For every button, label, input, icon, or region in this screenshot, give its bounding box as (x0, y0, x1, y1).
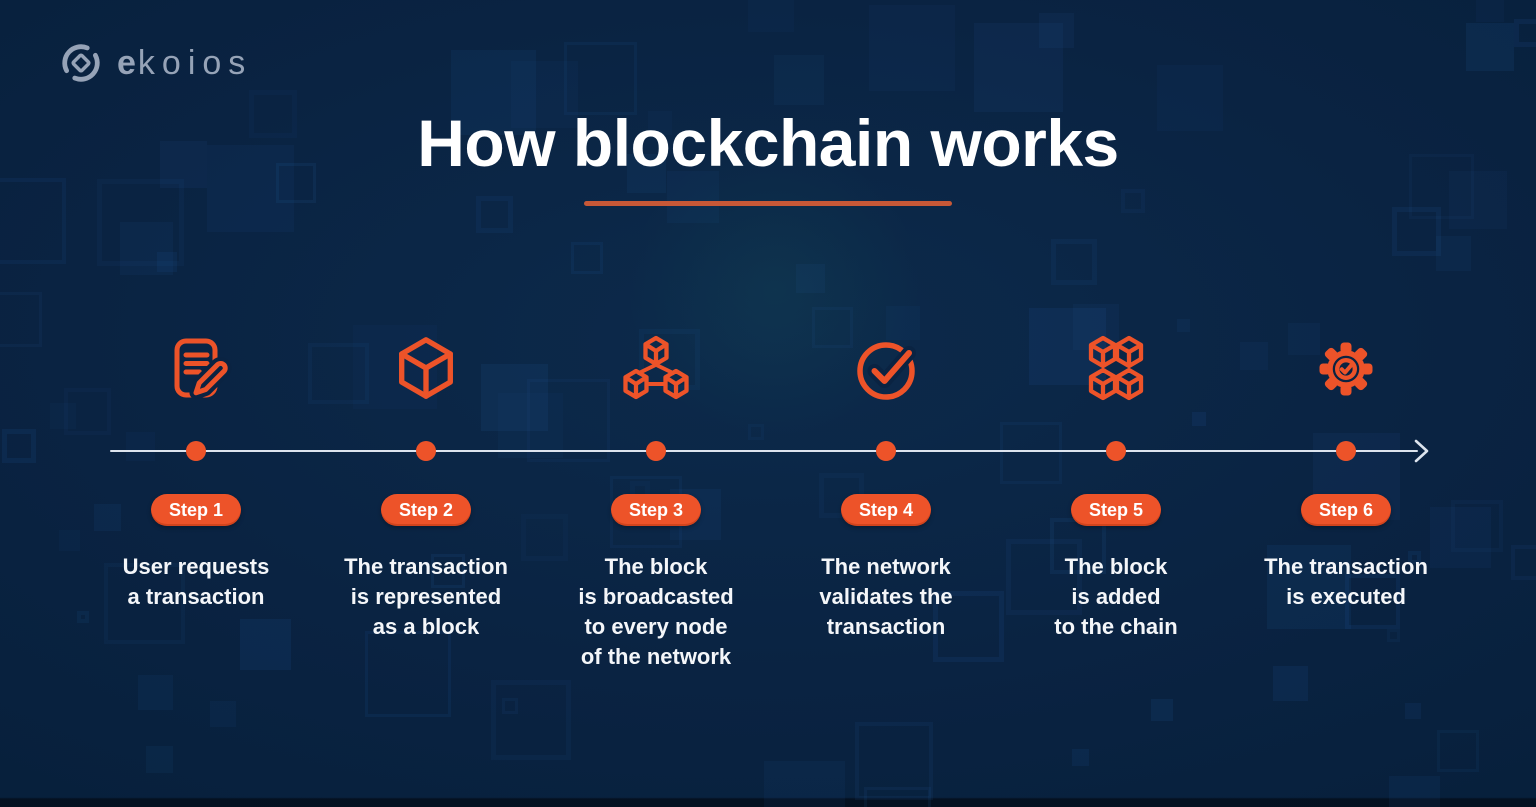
step-badge: Step 3 (610, 494, 702, 526)
timeline-dot (1106, 441, 1126, 461)
page-title: How blockchain works (417, 106, 1119, 180)
step-badge: Step 1 (150, 494, 242, 526)
step-description: The block is broadcasted to every node o… (578, 554, 734, 669)
step-badge: Step 6 (1300, 494, 1392, 526)
step-badge: Step 2 (380, 494, 472, 526)
logo: ekoios (58, 40, 252, 86)
step-badge: Step 4 (840, 494, 932, 526)
step-description: The transaction is represented as a bloc… (344, 554, 508, 639)
network-cubes-icon (620, 326, 692, 410)
timeline-line (110, 450, 1418, 452)
step-description: The block is added to the chain (1054, 554, 1178, 639)
timeline-dot (876, 441, 896, 461)
check-circle-icon (850, 326, 922, 410)
step-description: The transaction is executed (1264, 554, 1428, 609)
cube-icon (391, 326, 461, 410)
step-3: Step 3 The block is broadcasted to every… (541, 326, 771, 672)
timeline-dot (416, 441, 436, 461)
four-cubes-icon (1080, 326, 1152, 410)
step-1: Step 1 User requests a transaction (81, 326, 311, 612)
steps-timeline: Step 1 User requests a transaction Step … (81, 326, 1461, 746)
step-6: Step 6 The transaction is executed (1231, 326, 1461, 612)
ekoios-logo-icon (58, 40, 104, 86)
step-description: The network validates the transaction (819, 554, 953, 639)
step-2: Step 2 The transaction is represented as… (311, 326, 541, 642)
step-5: Step 5 The block is added to the chain (1001, 326, 1231, 642)
step-description: User requests a transaction (122, 554, 270, 609)
timeline-dot (646, 441, 666, 461)
timeline-dot (186, 441, 206, 461)
step-4: Step 4 The network validates the transac… (771, 326, 1001, 642)
document-edit-icon (160, 326, 232, 410)
gear-check-icon (1310, 326, 1382, 410)
arrow-right-icon (1407, 438, 1431, 469)
title-underline (584, 201, 952, 206)
timeline-dot (1336, 441, 1356, 461)
step-badge: Step 5 (1070, 494, 1162, 526)
logo-text: ekoios (117, 44, 253, 82)
